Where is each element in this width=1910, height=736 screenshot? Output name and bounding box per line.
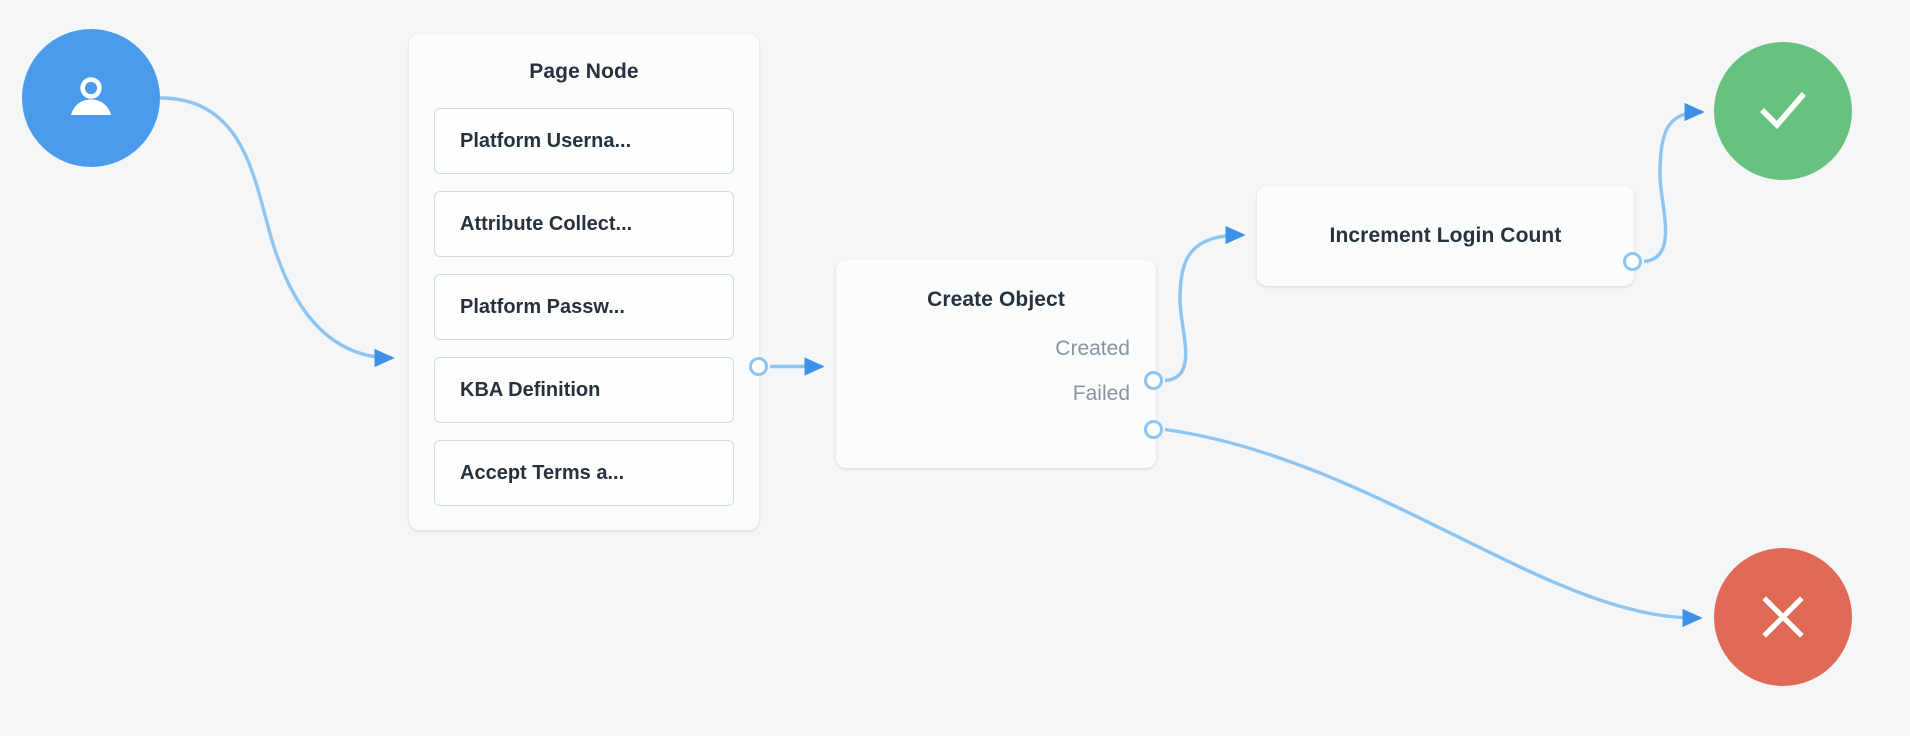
create-object-outcome-failed[interactable]: Failed: [1072, 382, 1130, 405]
user-icon: [65, 72, 117, 124]
edge-increment-to-success: [1643, 102, 1705, 264]
page-node-item-attribute-collector[interactable]: Attribute Collect...: [434, 191, 734, 257]
success-node[interactable]: [1714, 42, 1852, 180]
edge-start-to-page-node: [159, 96, 395, 368]
create-object-title: Create Object: [927, 288, 1065, 311]
page-node[interactable]: Page Node Platform Userna... Attribute C…: [409, 34, 759, 530]
failure-node[interactable]: [1714, 548, 1852, 686]
edge-failed-to-failure: [1164, 427, 1703, 628]
increment-login-count-node[interactable]: Increment Login Count: [1257, 186, 1634, 286]
close-icon: [1758, 592, 1808, 642]
page-node-title: Page Node: [529, 60, 639, 83]
page-node-output-port[interactable]: [749, 357, 768, 376]
page-node-item-platform-password[interactable]: Platform Passw...: [434, 274, 734, 340]
page-node-item-platform-username[interactable]: Platform Userna...: [434, 108, 734, 174]
create-object-node[interactable]: Create Object Created Failed: [836, 260, 1156, 468]
page-node-item-kba-definition[interactable]: KBA Definition: [434, 357, 734, 423]
edge-created-to-increment: [1164, 225, 1246, 383]
create-object-created-port[interactable]: [1144, 371, 1163, 390]
increment-login-count-title: Increment Login Count: [1329, 224, 1562, 247]
check-icon: [1754, 82, 1812, 140]
create-object-outcome-created[interactable]: Created: [1055, 337, 1130, 360]
create-object-failed-port[interactable]: [1144, 420, 1163, 439]
page-node-item-accept-terms[interactable]: Accept Terms a...: [434, 440, 734, 506]
increment-login-count-output-port[interactable]: [1623, 252, 1642, 271]
start-node[interactable]: [22, 29, 160, 167]
